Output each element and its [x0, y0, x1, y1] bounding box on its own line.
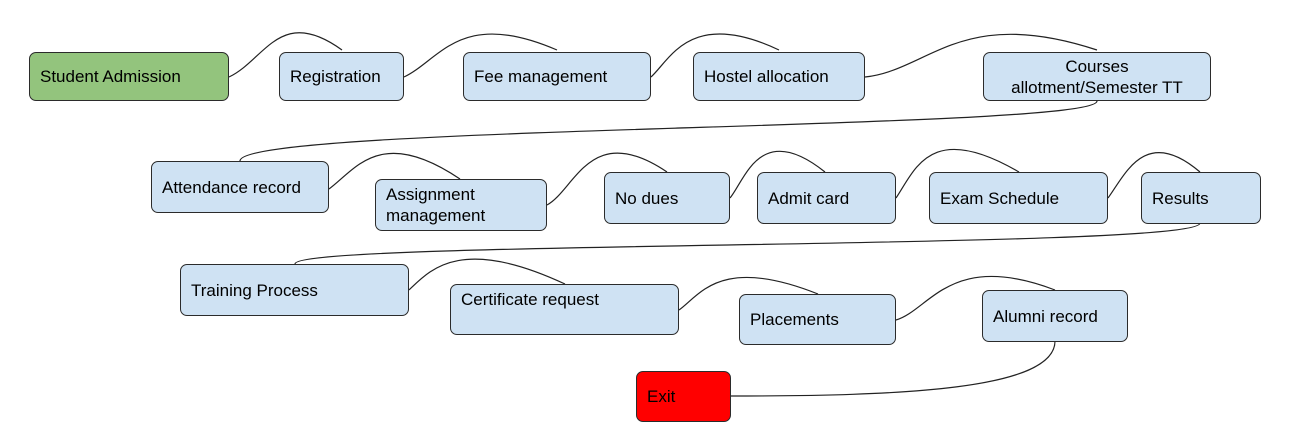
node-results: Results — [1141, 172, 1261, 224]
node-admit-card: Admit card — [757, 172, 896, 224]
node-assignment-management: Assignment management — [375, 179, 547, 231]
node-registration: Registration — [279, 52, 404, 101]
connector-fee-management-hostel-allocation — [650, 33, 780, 78]
node-exit: Exit — [636, 371, 731, 422]
node-label-courses-allotment: Courses allotment/Semester TT — [1011, 56, 1183, 97]
node-label-exam-schedule: Exam Schedule — [940, 188, 1060, 208]
node-label-results: Results — [1152, 188, 1209, 208]
connector-placements-alumni-record — [895, 275, 1056, 321]
node-label-no-dues: No dues — [615, 188, 679, 208]
connector-registration-fee-management — [403, 33, 558, 78]
node-label-certificate-request: Certificate request — [461, 290, 599, 309]
connector-admit-card-exam-schedule — [895, 148, 1020, 199]
connector-results-training-process — [294, 222, 1201, 265]
node-label-attendance-record: Attendance record — [162, 177, 301, 197]
node-courses-allotment: Courses allotment/Semester TT — [983, 52, 1211, 101]
connector-certificate-request-placements — [678, 276, 819, 311]
node-fee-management: Fee management — [463, 52, 651, 101]
connector-student-admission-registration — [228, 32, 343, 78]
connector-training-process-certificate-request — [408, 258, 566, 291]
node-exam-schedule: Exam Schedule — [929, 172, 1108, 224]
connector-courses-allotment-attendance-record — [239, 100, 1098, 162]
node-alumni-record: Alumni record — [982, 290, 1128, 342]
node-label-student-admission: Student Admission — [40, 67, 181, 86]
node-attendance-record: Attendance record — [151, 161, 329, 213]
node-placements: Placements — [739, 294, 896, 345]
node-label-admit-card: Admit card — [768, 188, 850, 208]
connector-exam-schedule-results — [1107, 151, 1201, 199]
node-label-alumni-record: Alumni record — [993, 306, 1098, 326]
node-student-admission: Student Admission — [29, 52, 229, 101]
connector-alumni-record-exit — [730, 340, 1056, 397]
node-no-dues: No dues — [604, 172, 730, 224]
connector-assignment-management-no-dues — [546, 152, 668, 206]
node-label-exit: Exit — [647, 387, 676, 406]
node-label-training-process: Training Process — [191, 280, 318, 300]
node-label-placements: Placements — [750, 310, 839, 329]
node-label-assignment-management: Assignment management — [386, 185, 486, 225]
connector-hostel-allocation-courses-allotment — [864, 33, 1098, 78]
node-certificate-request: Certificate request — [450, 284, 679, 335]
node-label-fee-management: Fee management — [474, 67, 608, 86]
node-label-hostel-allocation: Hostel allocation — [704, 67, 829, 86]
connector-no-dues-admit-card — [729, 150, 826, 199]
node-training-process: Training Process — [180, 264, 409, 316]
node-label-registration: Registration — [290, 67, 381, 86]
connector-attendance-record-assignment-management — [328, 152, 461, 190]
node-hostel-allocation: Hostel allocation — [693, 52, 865, 101]
